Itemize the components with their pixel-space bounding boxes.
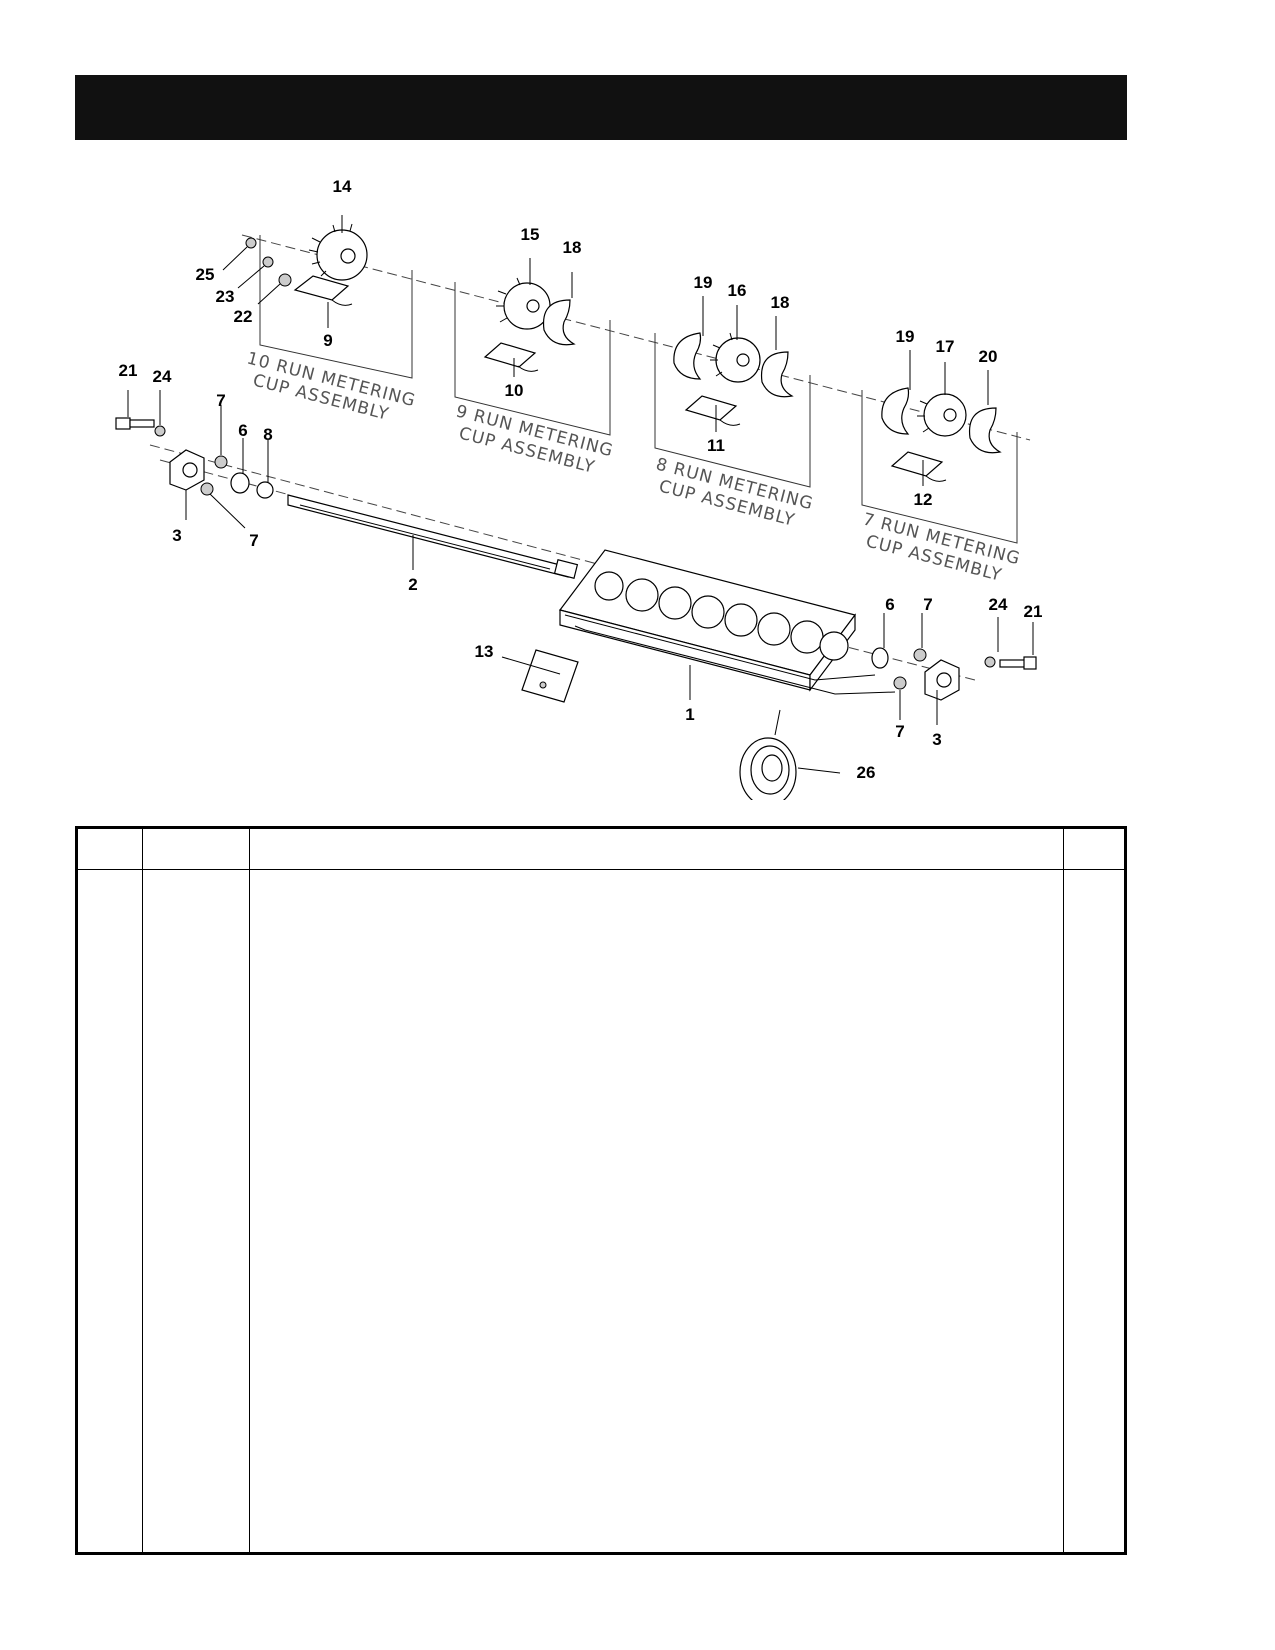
cutoff-right-9-run — [542, 299, 576, 346]
header-bar — [75, 75, 1127, 140]
washer-left-bottom — [200, 482, 214, 496]
callout-24-right: 24 — [989, 595, 1008, 614]
callout-20: 20 — [979, 347, 998, 366]
feed-wheel-8-run — [710, 332, 761, 383]
callout-6-left: 6 — [238, 421, 247, 440]
callout-1: 1 — [685, 705, 694, 724]
lockwasher-right — [984, 656, 996, 668]
callout-2: 2 — [408, 575, 417, 594]
gate-8-run — [684, 395, 741, 426]
washer-left-top — [214, 455, 228, 469]
assembly-box-7-run — [861, 390, 1018, 544]
feed-wheel-10-run — [308, 223, 368, 281]
callout-8: 8 — [263, 425, 272, 444]
callout-16: 16 — [728, 281, 747, 300]
parts-list-table — [75, 826, 1127, 1555]
callout-9: 9 — [323, 331, 332, 350]
lockwasher-left — [154, 425, 166, 437]
table-column-divider — [142, 829, 143, 1552]
feed-wheel-9-run — [496, 277, 551, 330]
callout-3-right: 3 — [932, 730, 941, 749]
callout-12: 12 — [914, 490, 933, 509]
callout-18-8run: 18 — [771, 293, 790, 312]
bearing-flange-left — [169, 449, 205, 491]
callout-10: 10 — [505, 381, 524, 400]
callout-15: 15 — [521, 225, 540, 244]
callout-13: 13 — [475, 642, 494, 661]
table-header-divider — [78, 869, 1124, 870]
callout-14: 14 — [333, 177, 352, 196]
bushing-left — [230, 472, 250, 494]
assembly-box-8-run — [654, 333, 811, 488]
cover-plate — [521, 649, 579, 703]
washers-10-run — [245, 237, 292, 287]
gate-9-run — [483, 342, 539, 372]
exploded-parts-diagram: 1 2 3 3 6 6 7 7 7 7 8 9 10 11 12 13 14 1… — [115, 177, 1043, 800]
cutoff-left-7-run — [881, 387, 910, 435]
callout-18-9run: 18 — [563, 238, 582, 257]
assembly-box-9-run — [454, 282, 611, 436]
callout-23: 23 — [216, 287, 235, 306]
metering-housing — [558, 549, 896, 695]
gate-10-run — [293, 275, 353, 306]
assembly-box-10-run — [259, 235, 413, 379]
callout-7-right-bottom: 7 — [895, 722, 904, 741]
coil-spring — [739, 709, 797, 800]
washer-right-top — [913, 648, 927, 662]
bushing-right — [871, 647, 889, 669]
callout-24-left: 24 — [153, 367, 172, 386]
callout-17: 17 — [936, 337, 955, 356]
feed-wheel-7-run — [917, 393, 967, 437]
bolt-left — [115, 417, 155, 430]
callout-22: 22 — [234, 307, 253, 326]
cutoff-left-8-run — [673, 332, 702, 380]
callout-19-8run: 19 — [694, 273, 713, 292]
drive-shaft — [287, 494, 579, 579]
bolt-right — [999, 656, 1037, 670]
cutoff-right-8-run — [760, 351, 794, 398]
callout-6-right: 6 — [885, 595, 894, 614]
cutoff-right-7-run — [968, 407, 1002, 454]
callout-21-left: 21 — [119, 361, 138, 380]
callout-7-left-top: 7 — [216, 391, 225, 410]
callout-3-left: 3 — [172, 526, 181, 545]
callout-19-7run: 19 — [896, 327, 915, 346]
callout-7-left-bottom: 7 — [249, 531, 258, 550]
bearing-flange-right — [924, 659, 960, 701]
callout-11: 11 — [707, 436, 725, 455]
table-column-divider — [1063, 829, 1064, 1552]
washer-right-bottom — [893, 676, 907, 690]
table-column-divider — [249, 829, 250, 1552]
callout-7-right-top: 7 — [923, 595, 932, 614]
gate-7-run — [890, 451, 947, 482]
callout-25: 25 — [196, 265, 215, 284]
spacer-left — [256, 481, 274, 499]
callout-26: 26 — [857, 763, 876, 782]
callout-21-right: 21 — [1024, 602, 1043, 621]
